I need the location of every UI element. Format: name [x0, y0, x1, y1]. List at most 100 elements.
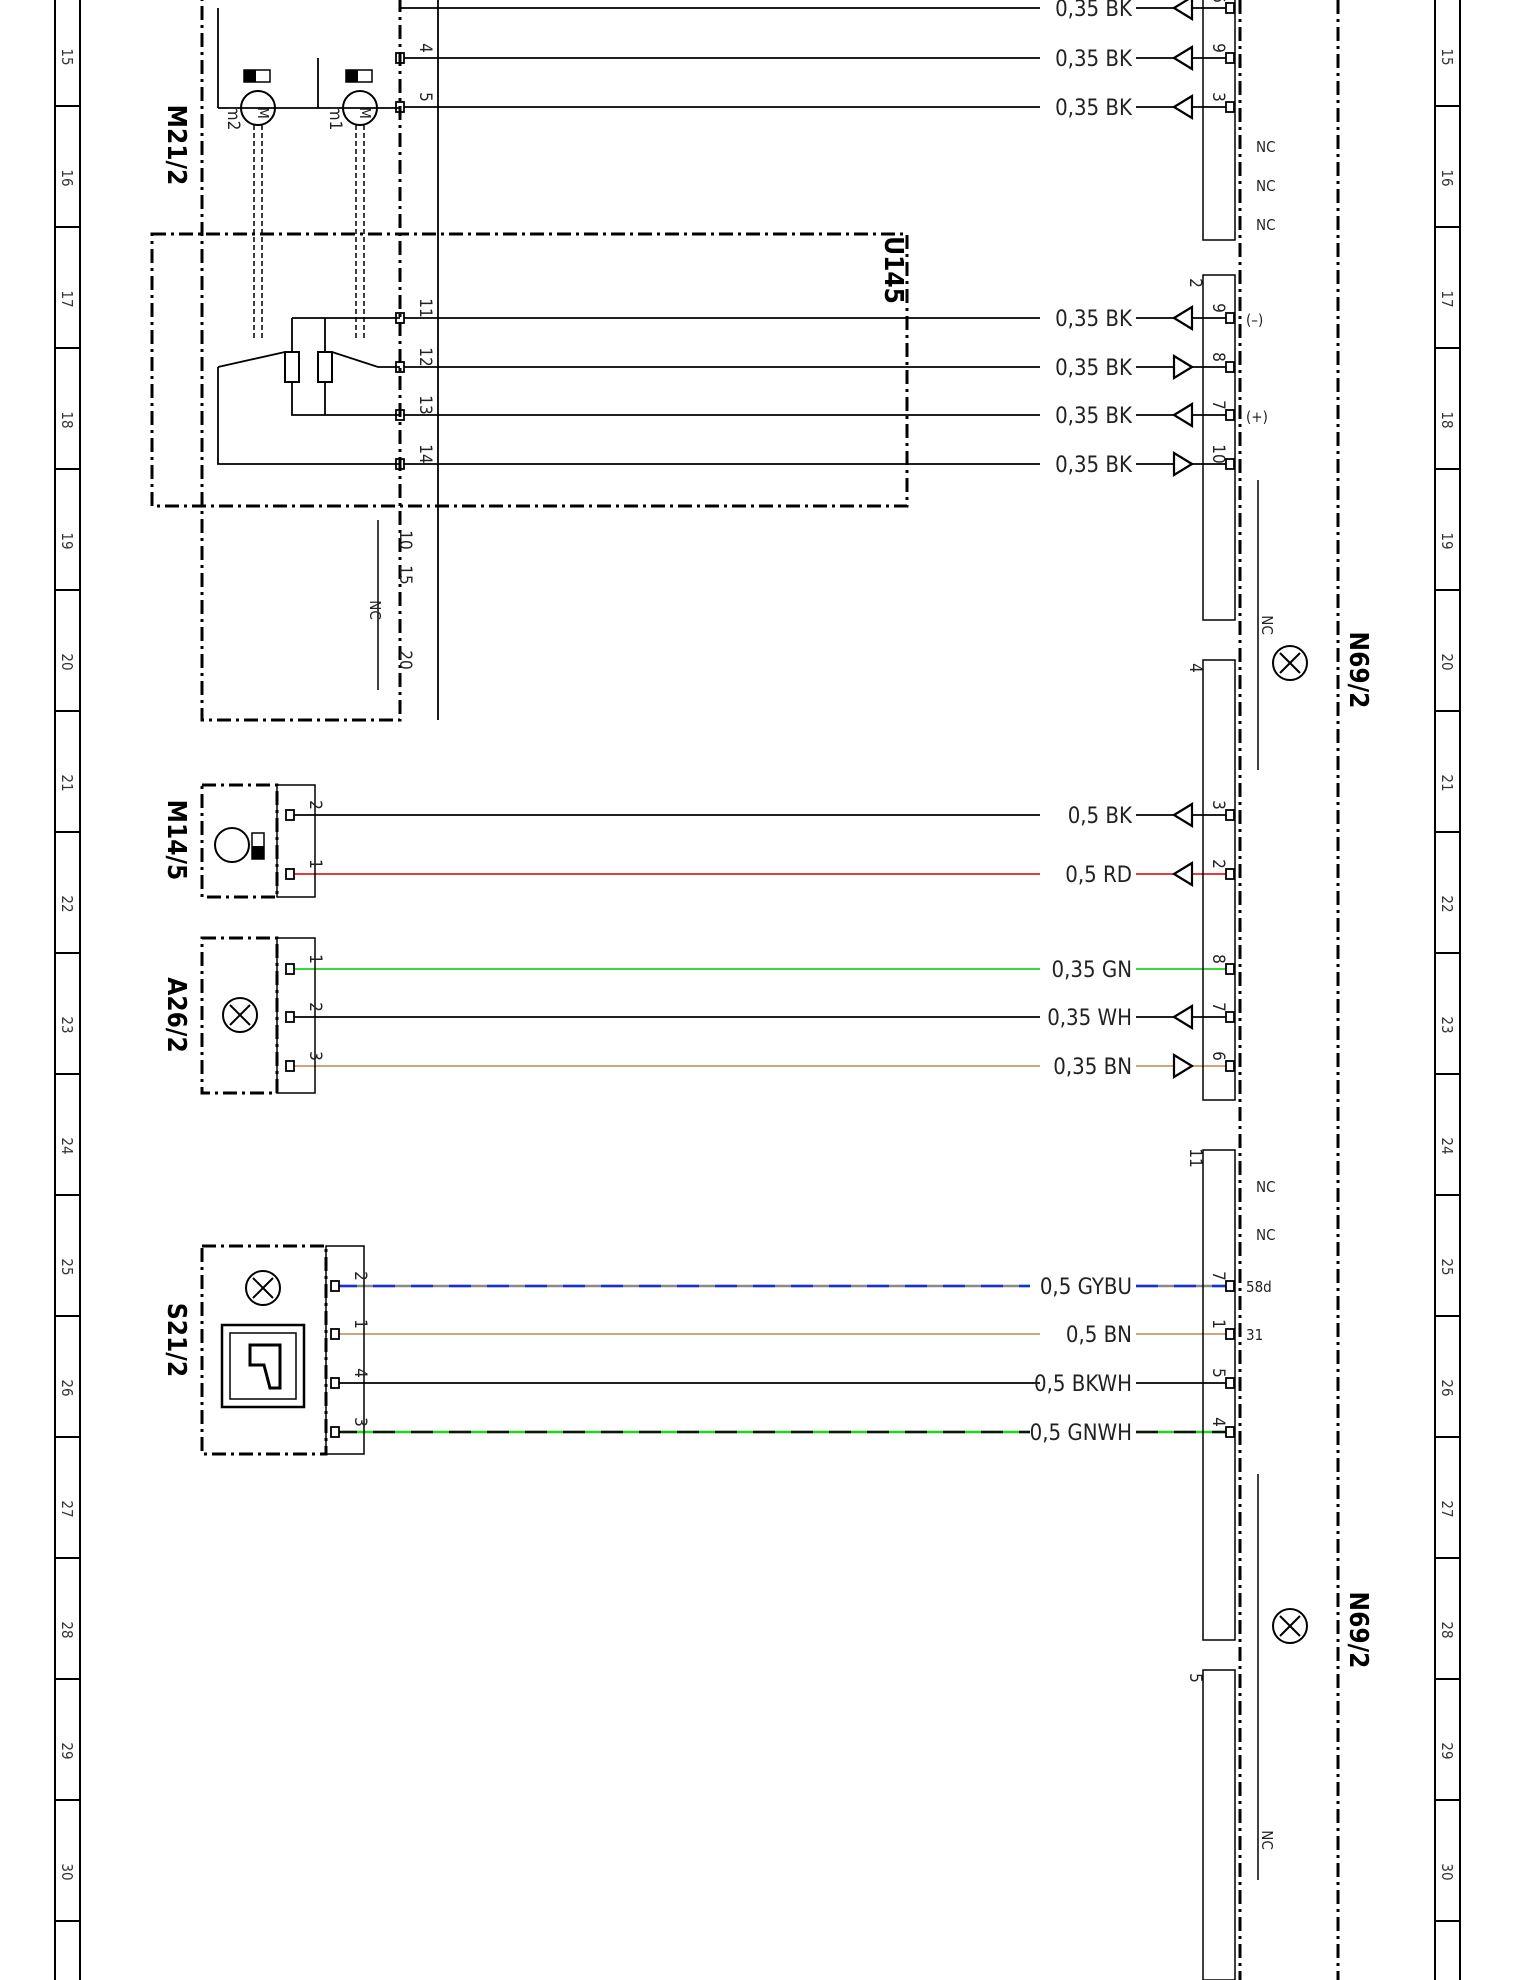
grid-row-label-left: 27 — [58, 1500, 76, 1517]
grid-row-label-right: 21 — [1438, 774, 1456, 791]
signal-arrow — [1171, 0, 1194, 21]
polarity-note: (+) — [1246, 408, 1268, 426]
grid-row-label-left: 19 — [58, 532, 76, 549]
motor-icon — [214, 827, 250, 863]
pin-number: 13 — [415, 395, 435, 414]
grid-row-label-right: 20 — [1438, 653, 1456, 670]
signal-arrow — [1172, 354, 1195, 380]
grid-row-label-right: 25 — [1438, 1258, 1456, 1275]
pin-terminal — [1225, 1280, 1235, 1292]
grid-row-label-right: 18 — [1438, 411, 1456, 428]
nc-note: NC — [1256, 177, 1276, 195]
pin-terminal — [1225, 2, 1235, 14]
m21-ref-label: M21/2 — [161, 105, 191, 186]
connector-block — [1202, 0, 1236, 241]
sensor-symbol — [1279, 652, 1301, 674]
grid-row-label-left: 25 — [58, 1258, 76, 1275]
wire-label: 0,35 BK — [1055, 0, 1133, 22]
polarity-note: (–) — [1246, 311, 1263, 329]
grid-row-label-right: 17 — [1438, 290, 1456, 307]
grid-row-label-right: 16 — [1438, 169, 1456, 186]
pin-terminal — [1225, 312, 1235, 324]
pin-terminal — [1225, 101, 1235, 113]
pin-number: 7 — [1208, 1002, 1228, 1012]
grid-row-label-left: 26 — [58, 1379, 76, 1396]
pin-terminal — [1225, 1377, 1235, 1389]
pin-number: 3 — [1208, 800, 1228, 810]
pin-terminal — [1225, 963, 1235, 975]
motor-flag-fill — [252, 846, 264, 859]
signal-arrow — [1171, 45, 1194, 71]
pin-number: 5 — [1208, 1368, 1228, 1378]
grid-row-label-left: 16 — [58, 169, 76, 186]
pin-number: 2 — [305, 800, 325, 810]
pin-number: 10 — [1208, 444, 1228, 463]
grid-row-label-left: 28 — [58, 1621, 76, 1638]
grid-row-label-right: 26 — [1438, 1379, 1456, 1396]
pin-number: 11 — [415, 298, 435, 317]
pin-terminal — [330, 1328, 340, 1340]
pin-number: 8 — [1208, 954, 1228, 964]
pin-number: 12 — [415, 347, 435, 366]
wire — [217, 367, 400, 465]
signal-arrow — [1171, 802, 1194, 828]
sensor-symbol — [222, 997, 258, 1033]
a26-enclosure — [200, 936, 279, 1095]
signal-arrow — [1171, 402, 1194, 428]
pin-terminal — [1225, 868, 1235, 880]
wires — [285, 0, 1235, 1438]
grid-row-label-right: 24 — [1438, 1137, 1456, 1154]
motor-flag-fill — [346, 70, 358, 82]
grid-row-label-right: 30 — [1438, 1863, 1456, 1880]
u145-ref-label: U145 — [878, 236, 908, 304]
pin-terminal — [1225, 361, 1235, 373]
sensor-symbol — [1279, 1615, 1301, 1637]
grid-row-label-right: 27 — [1438, 1500, 1456, 1517]
grid-row-label-right: 15 — [1438, 48, 1456, 65]
connector-number: 5 — [1185, 1673, 1205, 1683]
grid-row-label-left: 30 — [58, 1863, 76, 1880]
grid-row-label-right: 29 — [1438, 1742, 1456, 1759]
m21-enclosure — [200, 0, 402, 722]
pin-terminal — [330, 1280, 340, 1292]
pin-terminal — [285, 1060, 295, 1072]
connector-block — [1202, 659, 1236, 1101]
wire-label: 0,5 RD — [1065, 863, 1132, 888]
a26-connector — [276, 937, 316, 1094]
wire-label: 0,35 BK — [1055, 96, 1133, 121]
pin-number: 1 — [305, 954, 325, 964]
wire-label: 0,5 GYBU — [1040, 1275, 1132, 1300]
motor-symbol: M — [356, 107, 374, 119]
wire-label: 0,5 BKWH — [1034, 1372, 1132, 1397]
s21-connector — [325, 1245, 365, 1455]
sensor-symbol — [1272, 645, 1308, 681]
grid-row-label-left: 24 — [58, 1137, 76, 1154]
signal-arrow — [1171, 94, 1194, 120]
wire-label: 0,5 GNWH — [1030, 1421, 1132, 1446]
pin-terminal — [1225, 1011, 1235, 1023]
pin-terminal — [285, 868, 295, 880]
nc-note: NC — [1256, 1226, 1276, 1244]
pin-terminal — [1225, 1328, 1235, 1340]
grid-row-label-left: 15 — [58, 48, 76, 65]
wire-label: 0,5 BK — [1068, 804, 1133, 829]
wire-label: 0,35 GN — [1052, 958, 1132, 983]
terminal-note: 58d — [1246, 1278, 1272, 1296]
switch-icon — [248, 1343, 282, 1390]
pin-terminal — [330, 1426, 340, 1438]
potentiometer — [317, 351, 333, 383]
grid-row-label-left: 17 — [58, 290, 76, 307]
wire-label: 0,35 BK — [1055, 47, 1133, 72]
pin-number: 2 — [350, 1271, 370, 1281]
grid-row-label-right: 28 — [1438, 1621, 1456, 1638]
pin-terminal — [1225, 458, 1235, 470]
connector-block — [1202, 274, 1236, 621]
sensor-symbol — [1272, 1608, 1308, 1644]
m14-enclosure — [200, 783, 279, 899]
pin-number: 9 — [1208, 303, 1228, 313]
pin-number: 6 — [1208, 0, 1228, 3]
wire-label: 0,5 BN — [1066, 1323, 1132, 1348]
pin-number: 3 — [305, 1051, 325, 1061]
wire — [217, 351, 286, 368]
